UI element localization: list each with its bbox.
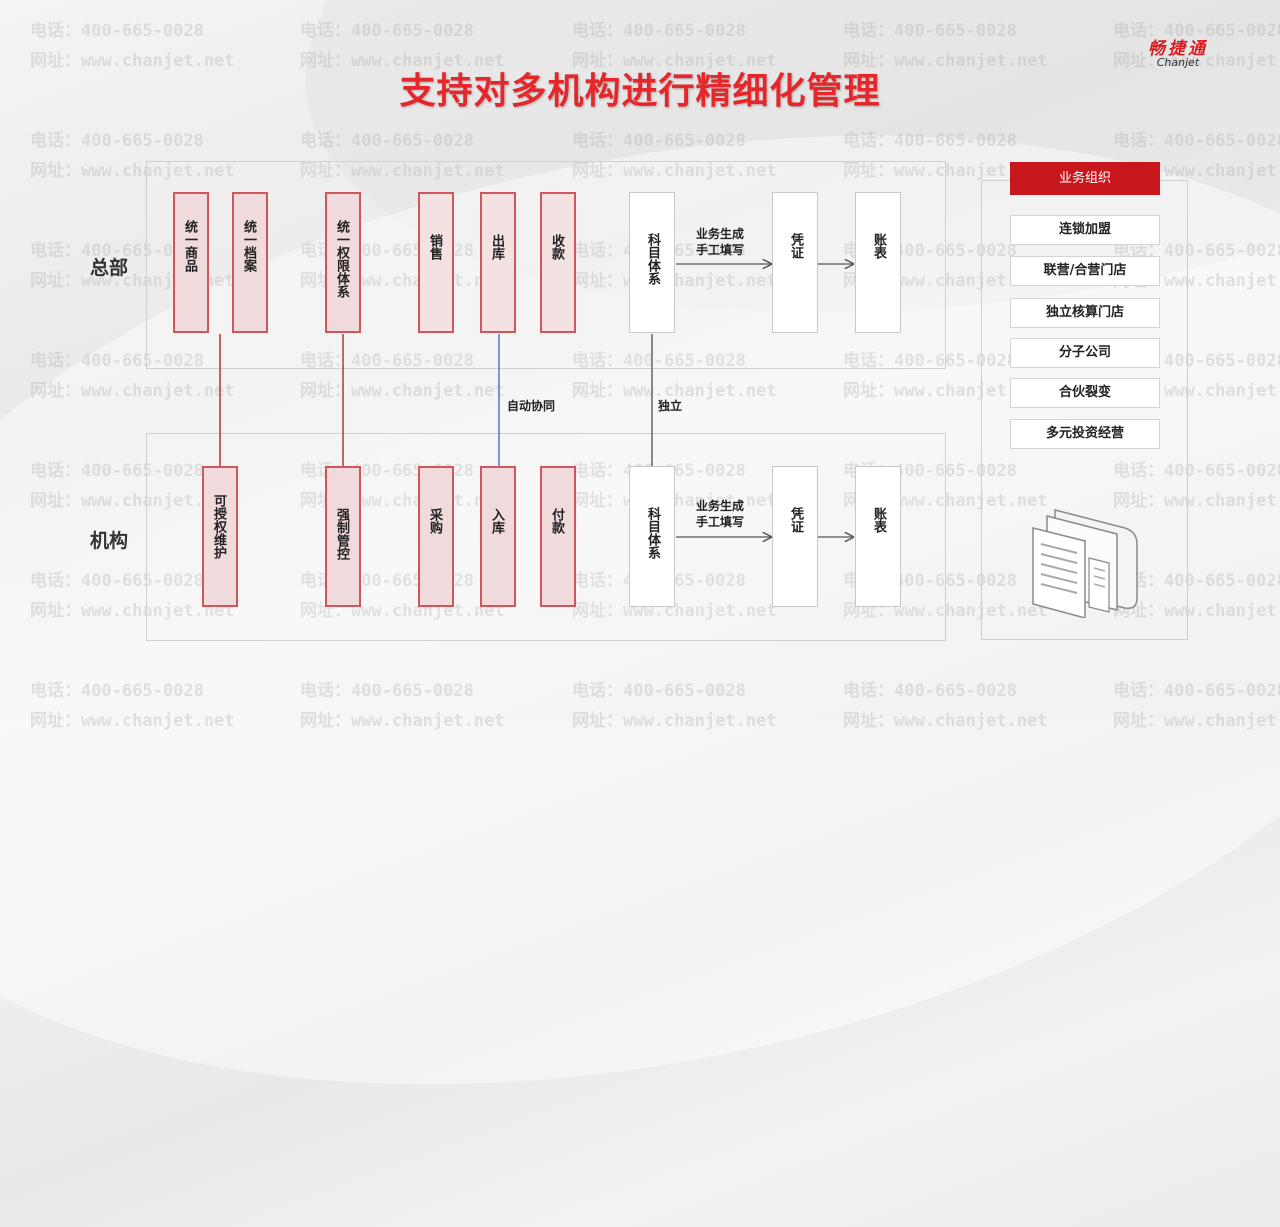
box-mandatory-control[interactable]: 强制管控: [325, 466, 361, 607]
box-inbound[interactable]: 入库: [480, 466, 516, 607]
box-label: 凭证: [788, 233, 803, 259]
box-collection[interactable]: 收款: [540, 192, 576, 333]
box-outbound[interactable]: 出库: [480, 192, 516, 333]
box-authorized-maintenance[interactable]: 可授权维护: [202, 466, 238, 607]
org-item[interactable]: 合伙裂变: [1010, 378, 1160, 408]
box-unified-archive[interactable]: 统一档案: [232, 192, 268, 333]
box-label: 账表: [871, 507, 886, 533]
box-label: 凭证: [788, 507, 803, 533]
flow-text-line2: 手工填写: [696, 515, 745, 529]
box-label: 付款: [549, 508, 564, 534]
box-label: 销售: [427, 234, 442, 260]
box-voucher[interactable]: 凭证: [772, 466, 818, 607]
logo-text-en: Chanjet: [1156, 56, 1200, 69]
box-label: 统一档案: [241, 220, 256, 272]
box-label: 采购: [427, 508, 442, 534]
box-label: 出库: [489, 234, 504, 260]
box-label: 账表: [871, 233, 886, 259]
folder-documents-icon: [1032, 509, 1138, 618]
box-label: 入库: [489, 508, 504, 534]
box-unified-goods[interactable]: 统一商品: [173, 192, 209, 333]
org-item[interactable]: 分子公司: [1010, 338, 1160, 368]
box-label: 科目体系: [645, 507, 660, 559]
box-label: 统一商品: [182, 220, 197, 272]
box-account-system[interactable]: 科目体系: [629, 192, 675, 333]
note-independent: 独立: [658, 399, 683, 413]
box-label: 统一权限体系: [334, 220, 349, 298]
flow-text-line1: 业务生成: [696, 227, 745, 241]
box-unified-permission[interactable]: 统一权限体系: [325, 192, 361, 333]
flow-text-line2: 手工填写: [696, 243, 745, 257]
logo-text-cn: 畅捷通: [1148, 39, 1208, 59]
org-item[interactable]: 连锁加盟: [1010, 215, 1160, 245]
org-header: 业务组织: [1010, 162, 1160, 195]
box-label: 强制管控: [334, 508, 349, 560]
box-payment[interactable]: 付款: [540, 466, 576, 607]
org-item[interactable]: 独立核算门店: [1010, 298, 1160, 328]
box-ledger-report[interactable]: 账表: [855, 466, 901, 607]
flow-text: 业务生成 手工填写: [696, 226, 744, 258]
chanjet-logo: 畅捷通 Chanjet: [1113, 34, 1243, 69]
box-label: 收款: [549, 234, 564, 260]
flow-text: 业务生成 手工填写: [696, 498, 744, 530]
box-sales[interactable]: 销售: [418, 192, 454, 333]
org-item[interactable]: 多元投资经营: [1010, 419, 1160, 449]
org-item[interactable]: 联营/合营门店: [1010, 256, 1160, 286]
note-auto-sync: 自动协同: [507, 399, 556, 413]
box-voucher[interactable]: 凭证: [772, 192, 818, 333]
box-ledger-report[interactable]: 账表: [855, 192, 901, 333]
box-purchase[interactable]: 采购: [418, 466, 454, 607]
box-account-system[interactable]: 科目体系: [629, 466, 675, 607]
box-label: 可授权维护: [211, 494, 226, 559]
row-label-branch: 机构: [90, 530, 129, 552]
page-title: 支持对多机构进行精细化管理: [399, 71, 881, 112]
connector-lines: [219, 0, 1280, 720]
box-label: 科目体系: [645, 233, 660, 285]
row-label-hq: 总部: [90, 257, 129, 279]
flow-text-line1: 业务生成: [696, 499, 745, 513]
